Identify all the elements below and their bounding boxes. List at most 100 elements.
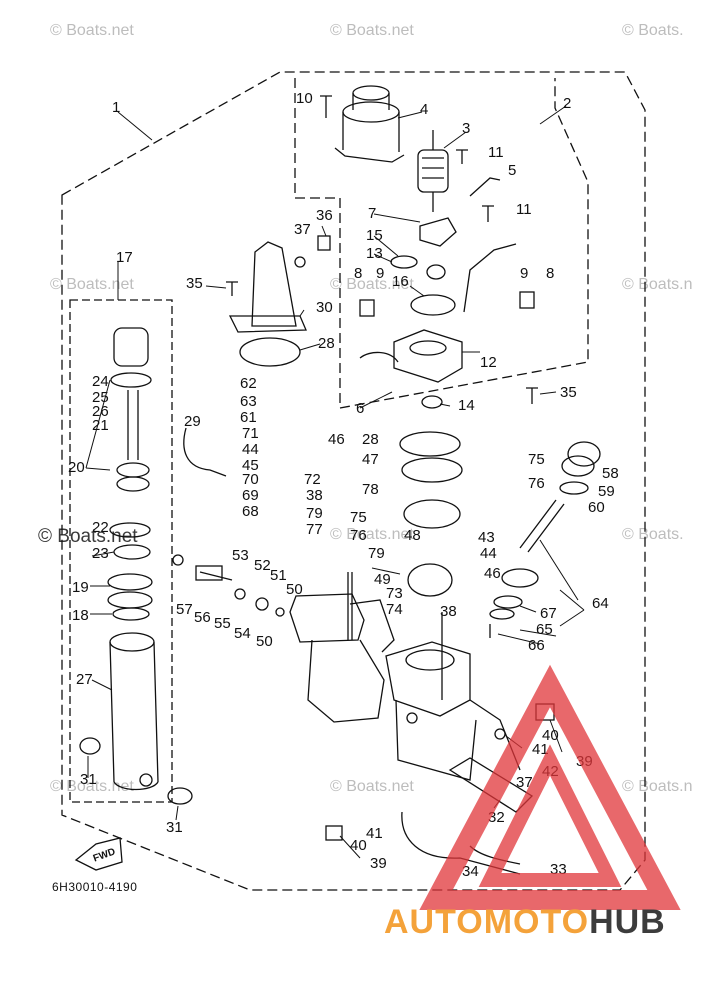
callout-42: 42 — [542, 763, 559, 780]
callout-7: 7 — [368, 205, 377, 222]
lead-wire — [359, 351, 399, 363]
callout-76: 76 — [350, 527, 367, 544]
callout-46: 46 — [484, 565, 501, 582]
seal-78 — [403, 499, 461, 529]
ball — [275, 607, 285, 617]
gland-19 — [107, 573, 153, 591]
callout-14: 14 — [458, 397, 475, 414]
callout-61: 61 — [240, 409, 257, 426]
callout-9: 9 — [376, 265, 385, 282]
callout-38: 38 — [306, 487, 323, 504]
switch-block — [519, 291, 535, 309]
watermark: © Boats.net — [38, 526, 138, 547]
callout-69: 69 — [242, 487, 259, 504]
callout-50: 50 — [286, 581, 303, 598]
callout-66: 66 — [528, 637, 545, 654]
callout-21: 21 — [92, 417, 109, 434]
callout-43: 43 — [478, 529, 495, 546]
callout-22: 22 — [92, 519, 109, 536]
callout-6: 6 — [356, 400, 365, 417]
piston-rod — [110, 327, 152, 492]
brand-wordmark: AUTOMOTOHUB — [384, 903, 666, 942]
callout-64: 64 — [592, 595, 609, 612]
callout-10: 10 — [296, 90, 313, 107]
tilt-rod — [519, 499, 565, 553]
callout-71: 71 — [242, 425, 259, 442]
callout-50: 50 — [256, 633, 273, 650]
callout-20: 20 — [68, 459, 85, 476]
o-ring — [410, 294, 456, 316]
callout-41: 41 — [366, 825, 383, 842]
callout-35: 35 — [560, 384, 577, 401]
callout-75: 75 — [528, 451, 545, 468]
callout-29: 29 — [184, 413, 201, 430]
watermark: © Boats. — [622, 22, 684, 39]
callout-26: 26 — [92, 403, 109, 420]
callout-59: 59 — [598, 483, 615, 500]
callout-12: 12 — [480, 354, 497, 371]
cylinder-assembly-outline — [69, 299, 173, 803]
callout-13: 13 — [366, 245, 383, 262]
callout-19: 19 — [72, 579, 89, 596]
ring-23 — [113, 544, 151, 560]
callout-38: 38 — [440, 603, 457, 620]
watermark: © Boats.net — [330, 276, 414, 293]
callout-55: 55 — [214, 615, 231, 632]
screw — [482, 205, 494, 222]
valve — [199, 571, 233, 581]
callout-51: 51 — [270, 567, 287, 584]
pump-body — [289, 593, 521, 781]
o-ring — [494, 728, 506, 740]
watermark: © Boats. — [622, 526, 684, 543]
callout-36: 36 — [316, 207, 333, 224]
filter — [421, 395, 443, 409]
callout-41: 41 — [532, 741, 549, 758]
callout-24: 24 — [92, 373, 109, 390]
brush-wire — [469, 177, 501, 197]
callout-76: 76 — [528, 475, 545, 492]
watermark: © Boats.net — [330, 526, 414, 543]
o-ring — [234, 588, 246, 600]
valve-40 — [535, 703, 555, 721]
hose — [183, 427, 227, 477]
watermark: © Boats.net — [50, 22, 134, 39]
callout-65: 65 — [536, 621, 553, 638]
callout-28: 28 — [362, 431, 379, 448]
callout-78: 78 — [362, 481, 379, 498]
callout-11: 11 — [516, 201, 532, 218]
callout-18: 18 — [72, 607, 89, 624]
callout-49: 49 — [374, 571, 391, 588]
callout-8: 8 — [546, 265, 555, 282]
callout-54: 54 — [234, 625, 251, 642]
callout-37: 37 — [294, 221, 311, 238]
callout-35: 35 — [186, 275, 203, 292]
callout-44: 44 — [480, 545, 497, 562]
watermark: © Boats.net — [50, 276, 134, 293]
callout-44: 44 — [242, 441, 259, 458]
rod — [347, 572, 353, 640]
reservoir — [228, 241, 307, 333]
switch-block — [359, 299, 375, 317]
callout-47: 47 — [362, 451, 379, 468]
callout-67: 67 — [540, 605, 557, 622]
seal-47 — [401, 457, 463, 483]
callout-25: 25 — [92, 389, 109, 406]
bushing — [426, 264, 446, 280]
callout-57: 57 — [176, 601, 193, 618]
cap-58 — [567, 441, 601, 467]
callout-9: 9 — [520, 265, 529, 282]
callout-34: 34 — [462, 863, 479, 880]
callout-28: 28 — [318, 335, 335, 352]
callout-52: 52 — [254, 557, 271, 574]
screw — [320, 95, 332, 118]
callout-1: 1 — [112, 99, 121, 116]
callout-79: 79 — [306, 505, 323, 522]
callout-77: 77 — [306, 521, 323, 538]
assembly-2-outline — [294, 78, 589, 409]
motor-base — [393, 329, 463, 383]
leader-lines — [85, 105, 585, 859]
brush-plate — [419, 217, 457, 247]
bearing — [390, 255, 418, 269]
callout-58: 58 — [602, 465, 619, 482]
